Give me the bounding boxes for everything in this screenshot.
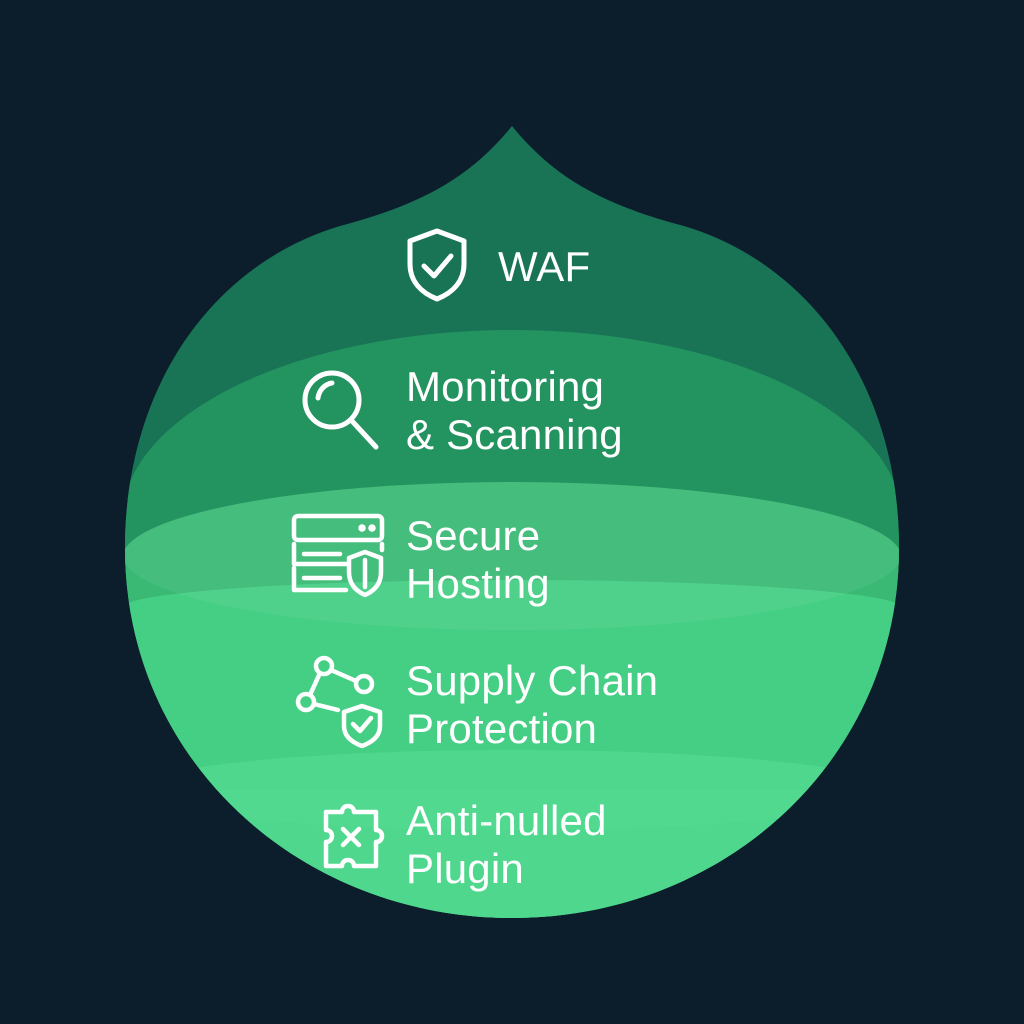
layer-label-plugin-line-1: Anti-nulled: [406, 797, 607, 844]
hosting-highlight: [125, 482, 899, 630]
layer-label-monitoring: Monitoring & Scanning: [406, 363, 623, 459]
layer-label-hosting-line-1: Secure: [406, 512, 541, 559]
layer-label-waf: WAF: [498, 243, 590, 291]
magnifier-icon: [298, 364, 382, 454]
layer-label-hosting: Secure Hosting: [406, 512, 550, 608]
server-shield-icon: [290, 512, 386, 602]
network-shield-icon: [294, 654, 386, 750]
layer-label-waf-line-1: WAF: [498, 243, 591, 290]
layer-label-plugin-line-2: Plugin: [406, 845, 524, 892]
shield-check-icon: [402, 226, 472, 304]
layer-label-hosting-line-2: Hosting: [406, 560, 550, 607]
layer-label-supply-line-2: Protection: [406, 705, 598, 752]
layer-label-monitoring-line-2: & Scanning: [406, 411, 623, 458]
layer-label-supply-line-1: Supply Chain: [406, 657, 659, 704]
layer-label-plugin: Anti-nulled Plugin: [406, 797, 607, 893]
layer-label-monitoring-line-1: Monitoring: [406, 363, 605, 410]
puzzle-x-icon: [320, 798, 390, 874]
layer-label-supply: Supply Chain Protection: [406, 657, 658, 753]
